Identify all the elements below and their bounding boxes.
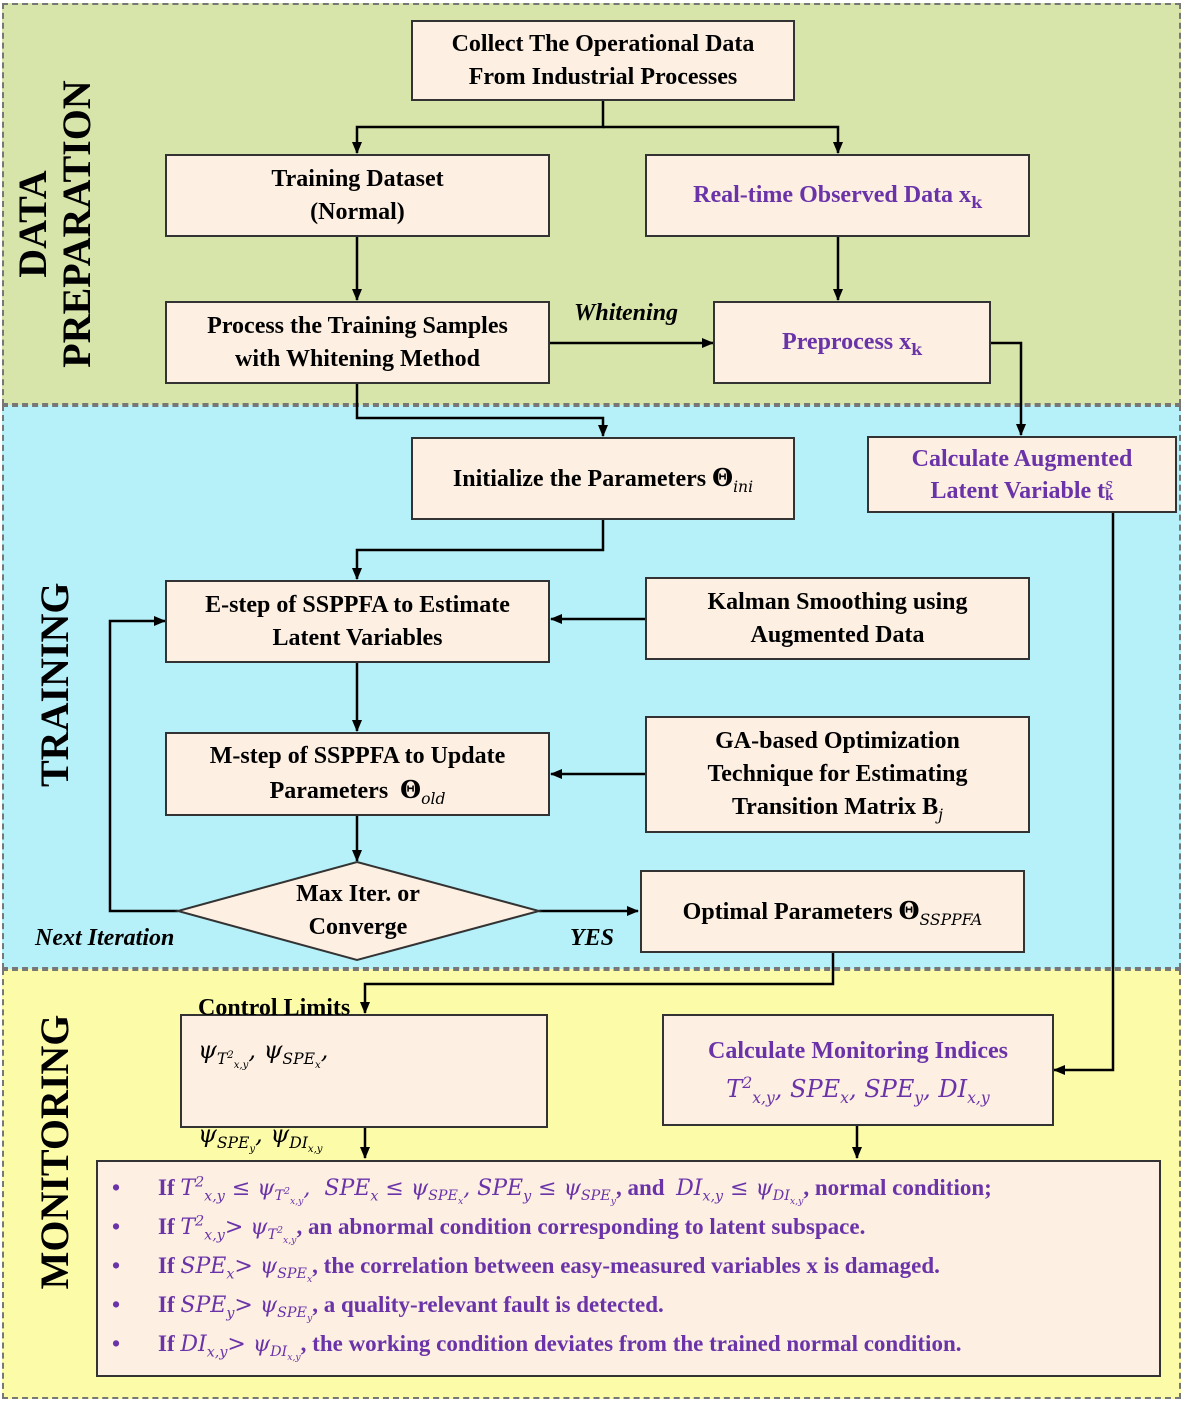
optimal-parameters-box: Optimal Parameters ΘSSPPFA <box>640 870 1025 953</box>
collect-line-2: From Industrial Processes <box>468 63 738 90</box>
control-limits-box: Control Limits ψT2x,y, ψSPEx, ψSPEy, ψDI… <box>180 995 548 1154</box>
whitening-label: Whitening <box>574 300 679 326</box>
mstep-line-1: M-step of SSPPFA to Update <box>209 743 506 769</box>
condition-tail: , normal condition; <box>803 1175 992 1200</box>
condition-item-spex: • If SPEx> ψSPEx, the correlation between… <box>112 1246 1159 1285</box>
augmented-sup: s <box>1105 474 1113 493</box>
monitoring-indices-label: Calculate Monitoring Indices <box>708 1038 1008 1064</box>
mstep-theta: Θ <box>400 775 422 804</box>
preprocess-sub: k <box>911 339 922 359</box>
next-iteration-label: Next Iteration <box>35 925 175 951</box>
arrow-optimal-to-control <box>360 952 835 1014</box>
initialize-theta: Θ <box>712 463 734 492</box>
realtime-sub: k <box>971 192 982 212</box>
augmented-line-1: Calculate Augmented <box>911 445 1133 472</box>
condition-lead: If <box>158 1214 175 1239</box>
mstep-sub: old <box>421 789 446 808</box>
control-limits-label: Control Limits <box>198 995 351 1021</box>
ga-line-1: GA-based Optimization <box>715 728 960 754</box>
arrow-process-to-initialize <box>355 383 608 437</box>
monitoring-indices-formula: T2x,y, SPEx, SPEy, DIx,y <box>726 1074 990 1107</box>
decision-text: Max Iter. or Converge <box>258 878 458 944</box>
arrow-augmented-to-indices <box>1053 512 1115 1075</box>
condition-item-normal: • If T2x,y ≤ ψT2x,y, SPEx ≤ ψSPEx, SPEy ≤… <box>112 1168 1159 1207</box>
condition-formula: T2x,y> ψT2x,y <box>180 1213 297 1247</box>
training-dataset-box: Training Dataset (Normal) <box>165 154 550 237</box>
augmented-line-2: Latent Variable t <box>930 477 1106 504</box>
bullet: • <box>112 1331 121 1356</box>
condition-lead: If <box>158 1292 175 1317</box>
preprocess-box: Preprocess xk <box>713 301 991 384</box>
condition-item-di: • If DIx,y> ψDIx,y, the working condition… <box>112 1324 1159 1363</box>
arrow-next-iteration <box>108 616 178 913</box>
process-line-2: with Whitening Method <box>235 345 480 372</box>
kalman-line-1: Kalman Smoothing using <box>707 588 968 615</box>
condition-formula: SPEx> ψSPEx <box>180 1254 313 1286</box>
monitoring-conditions-list: • If T2x,y ≤ ψT2x,y, SPEx ≤ ψSPEx, SPEy ≤… <box>96 1160 1161 1377</box>
ga-sub: j <box>938 805 944 824</box>
yes-label: YES <box>570 925 615 951</box>
kalman-box: Kalman Smoothing using Augmented Data <box>645 577 1030 660</box>
ga-optimization-box: GA-based Optimization Technique for Esti… <box>645 716 1030 833</box>
arrow-collect-to-training <box>352 100 605 154</box>
bullet: • <box>112 1292 121 1317</box>
monitoring-indices-box: Calculate Monitoring Indices T2x,y, SPEx… <box>662 1014 1054 1126</box>
control-limits-formula-1: ψT2x,y, ψSPEx, <box>198 1036 329 1071</box>
optimal-sub: SSPPFA <box>919 910 983 929</box>
decision-diamond <box>174 860 543 962</box>
arrow-collect-to-realtime <box>603 125 843 154</box>
control-limits-formula-2: ψSPEy, ψDIx,y <box>198 1120 323 1155</box>
condition-lead: If <box>158 1331 175 1356</box>
condition-tail: , an abnormal condition corresponding to… <box>296 1214 866 1239</box>
bullet: • <box>112 1253 121 1278</box>
condition-lead: If <box>158 1175 175 1200</box>
ga-line-3: Transition Matrix B <box>731 794 939 820</box>
mstep-line-2: Parameters <box>269 778 389 804</box>
condition-tail: , the working condition deviates from th… <box>300 1331 962 1356</box>
initialize-sub: ini <box>733 477 754 496</box>
condition-formula: SPEy> ψSPEy <box>180 1293 313 1325</box>
estep-line-2: Latent Variables <box>272 624 443 651</box>
augmented-sub: k <box>1105 487 1114 504</box>
training-dataset-line-1: Training Dataset <box>271 165 444 192</box>
arrow-initialize-to-estep <box>352 520 605 580</box>
kalman-line-2: Augmented Data <box>750 621 925 648</box>
bullet: • <box>112 1175 121 1200</box>
process-training-box: Process the Training Samples with Whiten… <box>165 301 550 384</box>
initialize-box: Initialize the Parameters Θini <box>411 437 795 520</box>
realtime-data-box: Real-time Observed Data xk <box>645 154 1030 237</box>
process-line-1: Process the Training Samples <box>207 312 508 339</box>
decision-line-1: Max Iter. or <box>296 881 420 907</box>
realtime-label: Real-time Observed Data x <box>693 182 972 208</box>
condition-lead: If <box>158 1253 175 1278</box>
bullet: • <box>112 1214 121 1239</box>
optimal-label: Optimal Parameters <box>682 899 893 925</box>
condition-formula: T2x,y ≤ ψT2x,y, SPEx ≤ ψSPEx, SPEy ≤ ψSP… <box>180 1174 616 1208</box>
mstep-box: M-step of SSPPFA to Update Parameters Θo… <box>165 732 550 816</box>
collect-line-1: Collect The Operational Data <box>451 30 755 57</box>
ga-line-2: Technique for Estimating <box>707 761 968 787</box>
optimal-theta: Θ <box>898 896 920 925</box>
estep-box: E-step of SSPPFA to Estimate Latent Vari… <box>165 580 550 663</box>
decision-line-2: Converge <box>308 914 408 940</box>
condition-tail: , the correlation between easy-measured … <box>312 1253 940 1278</box>
condition-tail: , a quality-relevant fault is detected. <box>312 1292 664 1317</box>
collect-data-box: Collect The Operational Data From Indust… <box>411 20 795 101</box>
preprocess-label: Preprocess x <box>782 329 912 355</box>
arrow-preprocess-to-augmented <box>990 341 1026 436</box>
training-dataset-line-2: (Normal) <box>310 198 405 225</box>
condition-item-spey: • If SPEy> ψSPEy, a quality-relevant faul… <box>112 1285 1159 1324</box>
estep-line-1: E-step of SSPPFA to Estimate <box>205 591 510 618</box>
condition-item-latent: • If T2x,y> ψT2x,y, an abnormal condition… <box>112 1207 1159 1246</box>
condition-formula: DIx,y> ψDIx,y <box>180 1332 301 1364</box>
initialize-label: Initialize the Parameters <box>452 466 707 492</box>
